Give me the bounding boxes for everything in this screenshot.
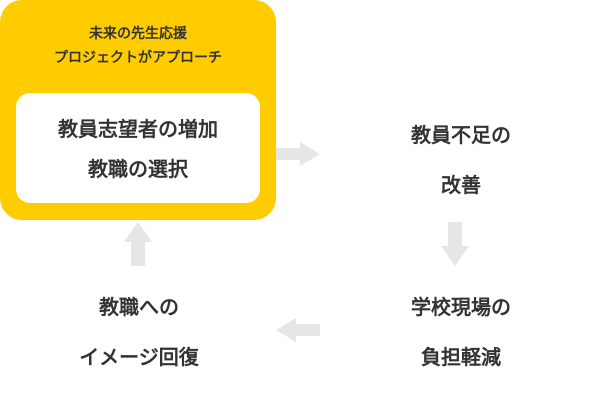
step-image-line2: イメージ回復 <box>79 345 199 369</box>
step-image-line1: 教職への <box>99 295 179 319</box>
step-burden-line1: 学校現場の <box>411 295 511 319</box>
arrow-down <box>441 222 469 266</box>
step-shortage-line1: 教員不足の <box>411 123 511 147</box>
arrow-left <box>276 318 320 342</box>
step-teacher-candidates-line1: 教員志望者の増加 <box>58 117 218 141</box>
project-caption: 未来の先生応援 プロジェクトがアプローチ <box>0 22 276 70</box>
step-teacher-candidates: 教員志望者の増加 教職の選択 <box>16 109 260 189</box>
step-teacher-candidates-line2: 教職の選択 <box>88 157 188 181</box>
step-burden-line2: 負担軽減 <box>421 345 501 369</box>
step-teacher-candidates-card: 教員志望者の増加 教職の選択 <box>16 93 260 203</box>
step-burden: 学校現場の 負担軽減 <box>356 282 566 382</box>
project-approach-box: 未来の先生応援 プロジェクトがアプローチ 教員志望者の増加 教職の選択 <box>0 0 276 220</box>
arrow-right <box>276 142 320 166</box>
step-shortage-line2: 改善 <box>441 173 481 197</box>
step-image: 教職への イメージ回復 <box>34 282 244 382</box>
project-caption-line2: プロジェクトがアプローチ <box>54 50 222 66</box>
project-caption-line1: 未来の先生応援 <box>89 26 187 42</box>
step-shortage: 教員不足の 改善 <box>356 110 566 210</box>
arrow-up <box>124 222 152 266</box>
